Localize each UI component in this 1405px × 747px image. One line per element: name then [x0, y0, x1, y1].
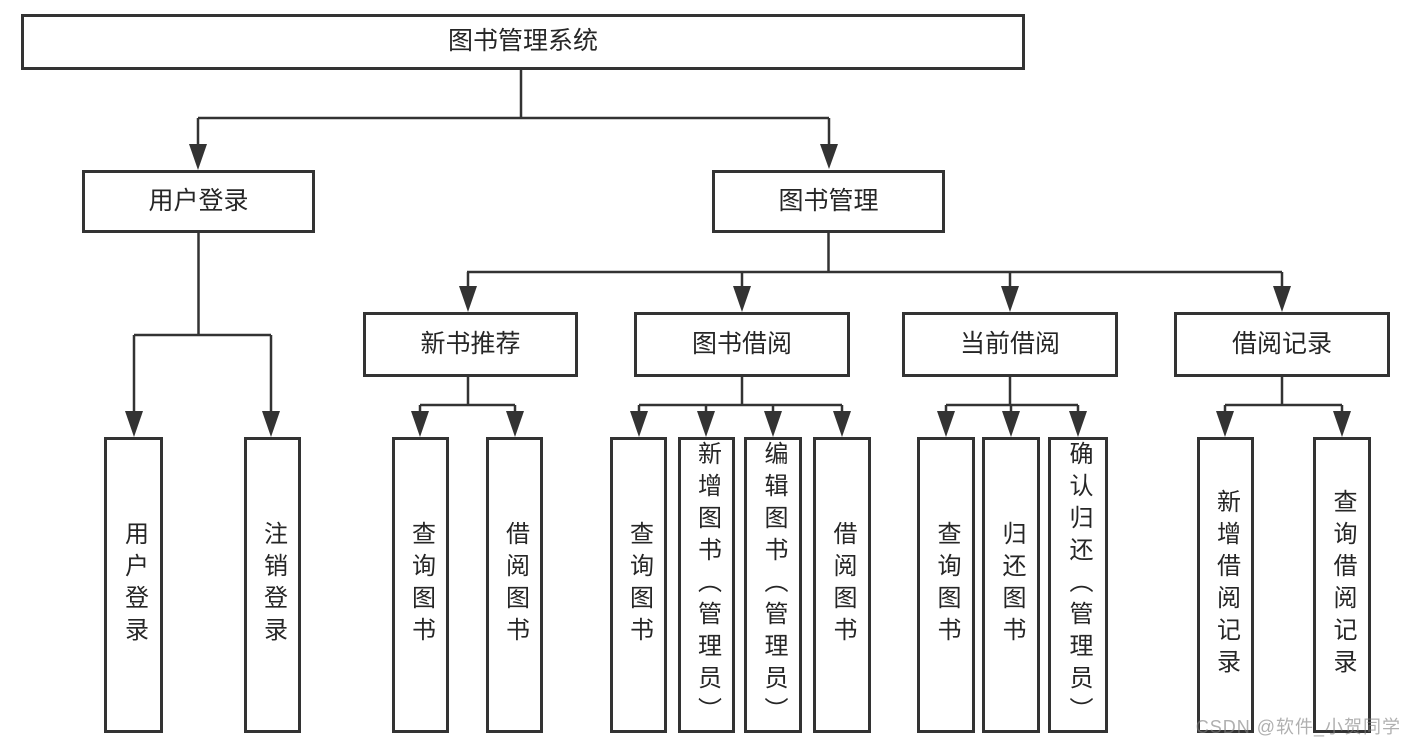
leaf-return-books: 归还图书	[982, 437, 1040, 733]
node-book-borrowing: 图书借阅	[634, 312, 850, 377]
leaf-query-books-recommend-label: 查询图书	[407, 521, 435, 649]
leaf-borrow-books-borrowing: 借阅图书	[813, 437, 871, 733]
connector-current-borrowing	[944, 377, 1080, 413]
leaf-add-borrow-record: 新增借阅记录	[1197, 437, 1254, 733]
leaf-query-books-current: 查询图书	[917, 437, 975, 733]
leaf-query-books-current-label: 查询图书	[933, 521, 960, 649]
leaf-add-book-admin-label: 新增图书（管理员）	[693, 441, 721, 729]
leaf-query-borrow-record: 查询借阅记录	[1313, 437, 1371, 733]
node-library-management-system: 图书管理系统	[21, 14, 1025, 70]
node-book-management: 图书管理	[712, 170, 945, 233]
leaf-return-books-label: 归还图书	[998, 521, 1025, 649]
leaf-confirm-return-admin: 确认归还（管理员）	[1048, 437, 1108, 733]
leaf-add-borrow-record-label: 新增借阅记录	[1212, 489, 1240, 681]
leaf-edit-book-admin-label: 编辑图书（管理员）	[760, 441, 787, 729]
connector-new-book	[418, 377, 517, 413]
node-user-login: 用户登录	[82, 170, 315, 233]
connector-borrow-records	[1223, 377, 1344, 413]
connector-user-login	[132, 233, 273, 413]
leaf-borrow-books-borrowing-label: 借阅图书	[829, 521, 856, 649]
leaf-logout-label: 注销登录	[259, 521, 287, 649]
node-borrowing-records: 借阅记录	[1174, 312, 1390, 377]
leaf-confirm-return-admin-label: 确认归还（管理员）	[1065, 441, 1092, 729]
leaf-borrow-books-recommend-label: 借阅图书	[501, 521, 529, 649]
connector-root	[196, 70, 831, 146]
connector-book-borrowing	[637, 377, 844, 413]
leaf-query-books-borrowing-label: 查询图书	[625, 521, 653, 649]
leaf-edit-book-admin: 编辑图书（管理员）	[744, 437, 802, 733]
leaf-borrow-books-recommend: 借阅图书	[486, 437, 543, 733]
leaf-user-login: 用户登录	[104, 437, 163, 733]
leaf-query-books-borrowing: 查询图书	[610, 437, 667, 733]
arrowheads	[125, 144, 1351, 437]
node-new-book-recommendation: 新书推荐	[363, 312, 578, 377]
leaf-add-book-admin: 新增图书（管理员）	[678, 437, 735, 733]
leaf-query-borrow-record-label: 查询借阅记录	[1329, 489, 1356, 681]
connector-book-management	[466, 233, 1284, 288]
node-current-borrowing: 当前借阅	[902, 312, 1118, 377]
leaf-logout: 注销登录	[244, 437, 301, 733]
leaf-user-login-label: 用户登录	[120, 521, 148, 649]
leaf-query-books-recommend: 查询图书	[392, 437, 449, 733]
